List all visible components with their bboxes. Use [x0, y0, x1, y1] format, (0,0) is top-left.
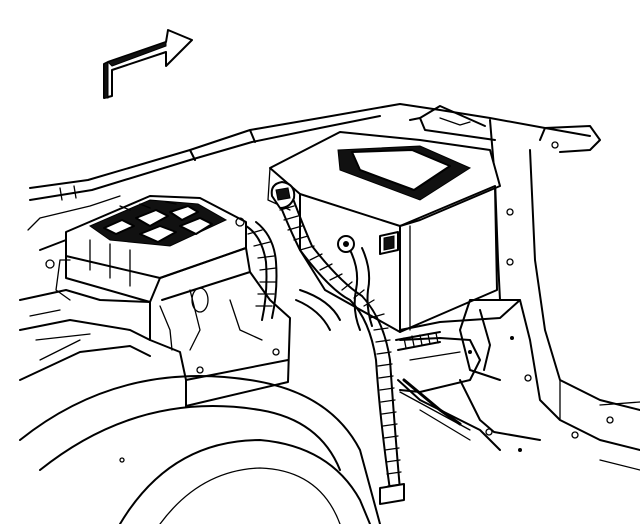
engine-structure: [19, 289, 151, 381]
wheel-well: [19, 375, 381, 524]
fuse-relay-center: [39, 195, 251, 303]
wiring-harness: [245, 221, 341, 331]
fender-panel: [27, 103, 601, 231]
tray-cable: [395, 331, 441, 351]
battery: [267, 105, 514, 333]
battery-tray: [397, 299, 541, 451]
battery-terminal-positive: [270, 181, 296, 209]
battery-cable-negative: [337, 235, 373, 331]
support-rod: [399, 378, 471, 431]
mounting-bracket: [149, 271, 291, 407]
direction-arrow-icon: [103, 29, 193, 99]
fastener-dots: [468, 336, 522, 452]
